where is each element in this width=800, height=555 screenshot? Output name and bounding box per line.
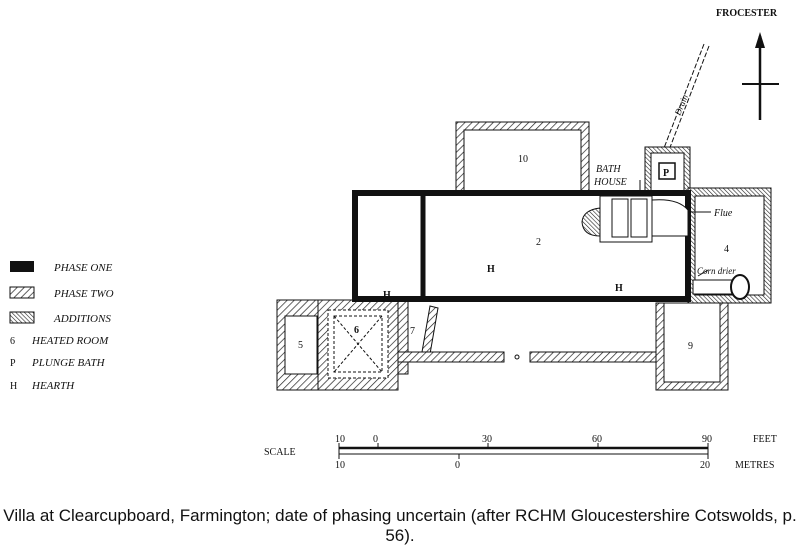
- scale-feet-tick: 60: [592, 434, 602, 445]
- corn-drier: [692, 274, 750, 300]
- flue-label: Flue: [713, 208, 733, 219]
- corn-drier-label: Corn drier: [697, 266, 736, 276]
- corn-drier-pointer: [697, 269, 709, 277]
- room-4-number: 4: [724, 244, 729, 255]
- hearth-marker: H: [615, 283, 623, 294]
- bath-house-label-line2: HOUSE: [593, 177, 627, 188]
- scale-feet-tick: 90: [702, 434, 712, 445]
- hearth-marker: H: [383, 290, 391, 301]
- drain-label: Drain: [672, 93, 690, 118]
- legend-symbol-plunge: P: [10, 358, 16, 369]
- scale-metres-tick: 20: [700, 460, 710, 471]
- bath-house: [581, 180, 689, 243]
- room-7-number: 7: [410, 326, 415, 337]
- north-label: FROCESTER: [716, 8, 778, 19]
- legend-label-heated: HEATED ROOM: [31, 335, 109, 347]
- plunge-bath-marker: P: [663, 168, 669, 179]
- scale-label: SCALE: [264, 447, 296, 458]
- room-6-number: 6: [354, 325, 359, 336]
- legend-label-hearth: HEARTH: [31, 380, 75, 392]
- room-9: [655, 302, 729, 391]
- legend: 6 P H PHASE ONE PHASE TWO ADDITIONS HEAT…: [9, 261, 114, 392]
- legend-label-phase-two: PHASE TWO: [53, 288, 114, 300]
- room-2-number: 2: [536, 237, 541, 248]
- figure-caption: Villa at Clearcupboard, Farmington; date…: [3, 506, 797, 545]
- scale-metres-tick: 10: [335, 460, 345, 471]
- scale-feet-tick: 0: [373, 434, 378, 445]
- room-7-and-corridor: [397, 299, 664, 375]
- room-10-number: 10: [518, 154, 528, 165]
- scale-feet-unit: FEET: [753, 434, 777, 445]
- bath-house-label-line1: BATH: [596, 164, 621, 175]
- scale-bar: [338, 443, 709, 459]
- north-arrow: [742, 32, 779, 120]
- legend-swatch-phase-two: [9, 286, 35, 299]
- room-5-number: 5: [298, 340, 303, 351]
- south-west-rooms: [276, 299, 399, 391]
- drain: [663, 43, 710, 151]
- legend-swatch-phase-one: [10, 261, 34, 272]
- legend-label-phase-one: PHASE ONE: [53, 262, 113, 274]
- hearth-marker: H: [487, 264, 495, 275]
- legend-symbol-hearth: H: [10, 381, 17, 392]
- legend-swatch-additions: [9, 311, 35, 324]
- scale-metres-unit: METRES: [735, 460, 774, 471]
- scale-metres-tick: 0: [455, 460, 460, 471]
- scale-feet-tick: 10: [335, 434, 345, 445]
- room-9-number: 9: [688, 341, 693, 352]
- legend-symbol-heated: 6: [10, 336, 15, 347]
- room-10: [455, 121, 590, 193]
- legend-label-additions: ADDITIONS: [53, 313, 111, 325]
- scale-feet-tick: 30: [482, 434, 492, 445]
- legend-label-plunge: PLUNGE BATH: [31, 357, 106, 369]
- plunge-bath-block: [644, 146, 691, 193]
